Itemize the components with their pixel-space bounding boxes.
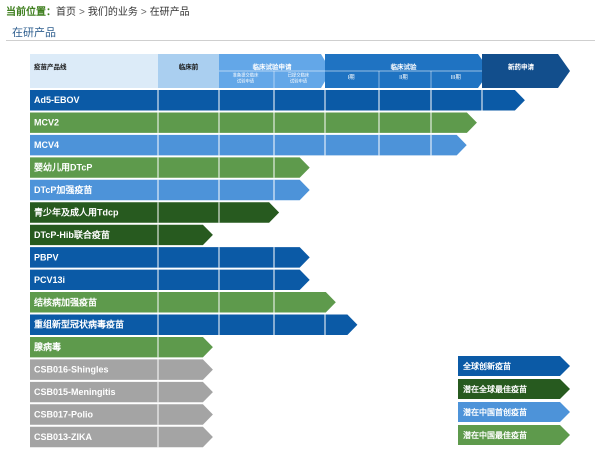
pipeline-bar-label: 腺病毒 [33, 341, 61, 352]
pipeline-bar-label: MCV2 [34, 118, 59, 128]
pipeline-bar [30, 359, 213, 380]
pipeline-bar-label: CSB016-Shingles [34, 365, 109, 375]
legend-item [458, 402, 570, 422]
legend-item-label: 潜在全球最佳疫苗 [463, 384, 527, 394]
header-nda-arrow [482, 54, 570, 88]
pipeline-bar-label: DTcP-Hib联合疫苗 [34, 229, 110, 240]
divider [6, 40, 595, 41]
pipeline-bar [30, 314, 358, 335]
header-substage-label: 已提交临床 [288, 72, 310, 79]
header-product-label: 疫苗产品线 [34, 62, 67, 71]
pipeline-bar-label: PBPV [34, 252, 59, 262]
pipeline-bar [30, 224, 213, 246]
breadcrumb: 当前位置：首页>我们的业务>在研产品 [6, 3, 190, 18]
header-stage-label: 临床前 [179, 62, 199, 71]
header-substage-label: 试验申请 [237, 78, 255, 85]
breadcrumb-home-link[interactable]: 首页 [56, 7, 76, 18]
pipeline-bar [30, 269, 310, 291]
pipeline-bar-label: 结核病加强疫苗 [34, 296, 97, 307]
pipeline-bar-label: 重组新型冠状病毒疫苗 [34, 319, 124, 330]
breadcrumb-separator: > [140, 7, 147, 18]
pipeline-bar [30, 157, 310, 178]
pipeline-bar-label: MCV4 [34, 140, 59, 150]
pipeline-bar-label: CSB013-ZIKA [34, 432, 93, 442]
header-stage-label: 临床试验申请 [253, 62, 293, 71]
pipeline-bar [30, 336, 213, 358]
pipeline-bar-label: PCV13i [34, 275, 65, 285]
pipeline-bar [30, 90, 525, 111]
header-substage-label: 准备提交临床 [233, 72, 259, 79]
header-stage-label: 新药申请 [508, 62, 535, 71]
pipeline-bar-label: CSB015-Meningitis [34, 387, 116, 397]
pipeline-bar [30, 404, 213, 425]
pipeline-bar [30, 381, 213, 403]
pipeline-bar [30, 292, 336, 313]
legend-item [458, 425, 570, 445]
pipeline-bar [30, 426, 213, 448]
header-substage-label: III期 [451, 74, 462, 81]
legend-item [458, 356, 570, 376]
pipeline-bar-label: DTcP加强疫苗 [34, 184, 92, 195]
pipeline-bar [30, 247, 310, 268]
pipeline-bar [30, 112, 477, 133]
header-product-cell [30, 54, 158, 88]
header-substage-label: 试验申请 [290, 78, 308, 85]
header-substage-label: I期 [348, 74, 356, 81]
breadcrumb-label: 当前位置： [6, 7, 56, 18]
breadcrumb-current: 在研产品 [149, 7, 190, 18]
legend-item-label: 潜在中国首创疫苗 [463, 407, 527, 417]
pipeline-bar-label: 青少年及成人用Tdcp [34, 206, 119, 217]
pipeline-bar-label: CSB017-Polio [34, 410, 94, 420]
legend-item-label: 全球创新疫苗 [462, 361, 511, 371]
pipeline-bar-label: Ad5-EBOV [34, 95, 80, 105]
pipeline-bar [30, 202, 280, 223]
header-stage-label: 临床试验 [391, 62, 418, 71]
breadcrumb-business-link[interactable]: 我们的业务 [87, 7, 138, 18]
header-substage-label: II期 [399, 74, 408, 81]
legend-item [458, 379, 570, 399]
page-subtitle: 在研产品 [12, 27, 56, 39]
legend-item-label: 潜在中国最佳疫苗 [463, 430, 527, 440]
pipeline-bar-label: 婴幼儿用DTcP [34, 162, 92, 173]
breadcrumb-separator: > [79, 7, 85, 18]
header-preclinical-cell [158, 54, 219, 88]
pipeline-bar [30, 179, 310, 201]
pipeline-bar [30, 134, 467, 156]
